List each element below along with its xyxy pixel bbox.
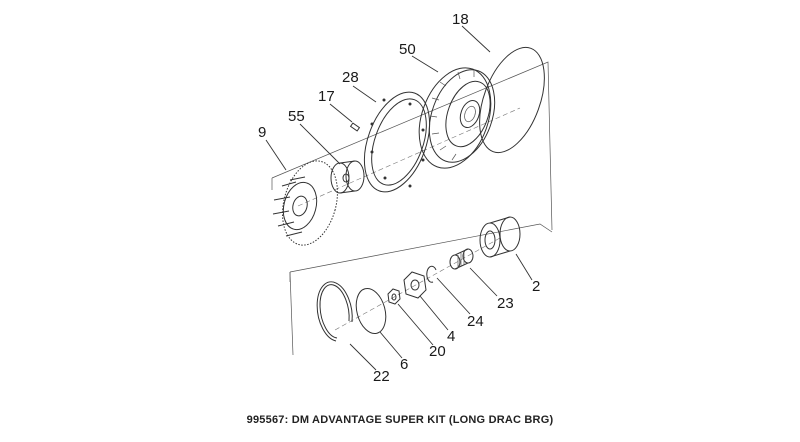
label-4: 4	[447, 328, 455, 345]
label-20: 20	[429, 343, 446, 360]
upper-assembly-plane	[271, 61, 553, 231]
part-18-cover-disc	[479, 46, 545, 154]
part-2-bearing	[479, 216, 521, 258]
part-20-small-nut	[387, 288, 401, 305]
diagram-caption: 995567: DM ADVANTAGE SUPER KIT (LONG DRA…	[246, 414, 554, 426]
part-number-labels: 18 50 28 17 55 9 2 23 24 4 20 6 22	[258, 11, 540, 385]
part-23-threaded-shaft	[449, 248, 474, 270]
label-24: 24	[467, 313, 484, 330]
label-55: 55	[288, 108, 305, 125]
part-6-disc	[355, 287, 387, 335]
part-24-snap-ring	[426, 265, 437, 283]
part-22-retaining-ring	[316, 281, 353, 342]
part-50-fan-drive-clutch	[418, 67, 496, 169]
part-17-pin	[349, 122, 361, 132]
part-9-hub-with-studs	[272, 160, 338, 246]
label-18: 18	[452, 11, 469, 28]
part-28-gasket	[363, 91, 431, 193]
label-9: 9	[258, 124, 266, 141]
lower-assembly-plane	[289, 223, 553, 356]
label-2: 2	[532, 278, 540, 295]
part-4-hex-nut	[403, 271, 427, 299]
label-17: 17	[318, 88, 335, 105]
label-23: 23	[497, 295, 514, 312]
label-22: 22	[373, 368, 390, 385]
label-50: 50	[399, 41, 416, 58]
upper-center-axis	[297, 107, 521, 207]
label-28: 28	[342, 69, 359, 86]
label-6: 6	[400, 356, 408, 373]
part-55-spacer	[330, 160, 365, 194]
leader-lines	[265, 25, 533, 371]
